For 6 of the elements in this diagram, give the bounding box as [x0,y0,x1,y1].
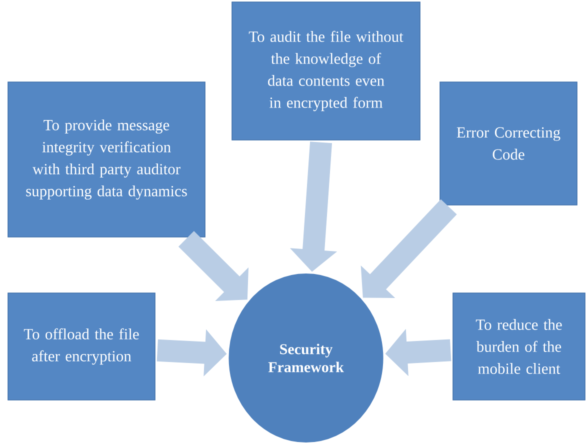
block-arrow [178,231,249,301]
goal-box: To offload the file after encryption [8,292,156,400]
goal-box: To reduce the burden of the mobile client [452,292,586,400]
goal-box: To provide message integrity verification with third party auditor supporting data dynamics [8,82,206,238]
goal-box: Error Correcting Code [440,82,578,206]
goal-box: To audit the file without the knowledge of data contents even in encrypted form [232,2,420,140]
